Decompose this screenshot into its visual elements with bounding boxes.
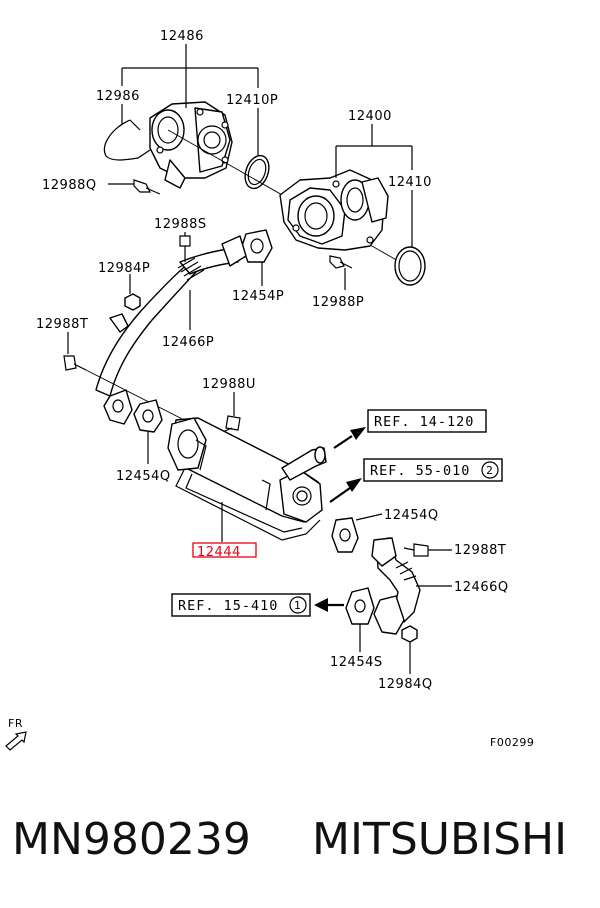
callout-12454P: 12454P: [232, 289, 284, 304]
nut-12984P: [124, 293, 141, 311]
callout-12454Q-right: 12454Q: [384, 508, 439, 523]
pipe-12466Q: [371, 537, 421, 623]
callout-12986: 12986: [96, 89, 140, 104]
front-arrow-icon: [5, 731, 27, 751]
callout-12466P: 12466P: [162, 335, 214, 350]
callout-12454S: 12454S: [330, 655, 383, 670]
ref-15-410-label: REF. 15-410: [178, 598, 278, 614]
front-label: FR: [8, 717, 23, 730]
callout-12984Q: 12984Q: [378, 677, 433, 692]
callout-12988U: 12988U: [202, 377, 256, 392]
ref-arrow-3: [314, 598, 344, 612]
callout-12486: 12486: [160, 29, 204, 44]
callout-12988T-left: 12988T: [36, 317, 88, 332]
callout-12466Q: 12466Q: [454, 580, 509, 595]
pipe-12466P: [95, 247, 239, 397]
gasket-12454Q-right: [331, 517, 359, 553]
nut-12984Q: [401, 625, 418, 643]
callout-12400: 12400: [348, 109, 392, 124]
housing-12400: [279, 169, 389, 251]
ref-15-410-circle: 1: [294, 599, 302, 612]
ref-55-010[interactable]: REF. 55-010 2: [363, 458, 503, 482]
bolt-12988Q: [133, 179, 161, 195]
ref-arrow-2: [329, 478, 362, 503]
callout-12988Q: 12988Q: [42, 178, 97, 193]
ref-55-010-label: REF. 55-010: [370, 463, 470, 479]
figure-code: F00299: [490, 736, 534, 749]
callout-12988S: 12988S: [154, 217, 207, 232]
o-ring-12410: [394, 246, 426, 286]
highlight-box-12444: [192, 542, 257, 558]
ref-arrow-1: [333, 427, 366, 449]
ref-15-410[interactable]: REF. 15-410 1: [171, 593, 311, 617]
bolt-12988P: [329, 255, 353, 269]
callout-12410: 12410: [388, 175, 432, 190]
egr-cooler-12444: [167, 417, 327, 541]
egr-valve-12486: [149, 101, 233, 189]
gasket-12454S: [345, 587, 375, 625]
callout-12988T-right: 12988T: [454, 543, 506, 558]
callout-12984P: 12984P: [98, 261, 150, 276]
gasket-12454P: [241, 229, 273, 263]
callout-12988P: 12988P: [312, 295, 364, 310]
o-ring-12410P: [244, 154, 270, 190]
bolt-12988S: [179, 235, 191, 262]
ref-55-010-circle: 2: [486, 464, 494, 477]
gasket-12454Q-left: [103, 389, 163, 433]
brand-name: MITSUBISHI: [312, 814, 568, 865]
ref-14-120-label: REF. 14-120: [374, 414, 474, 430]
clip-12986: [103, 119, 151, 161]
bolt-12988T-left: [63, 355, 87, 371]
parts-diagram: 12486 12986 12410P 12400 12410 12988Q 12…: [5, 29, 534, 751]
part-number: MN980239: [12, 814, 251, 865]
callout-12454Q-left: 12454Q: [116, 469, 171, 484]
bolt-12988T-right: [403, 543, 429, 557]
callout-12444: 12444: [197, 545, 241, 560]
callout-12410P: 12410P: [226, 93, 278, 108]
ref-14-120[interactable]: REF. 14-120: [367, 409, 487, 433]
footer: MN980239 MITSUBISHI: [0, 800, 600, 880]
leader-lines: [67, 44, 452, 674]
